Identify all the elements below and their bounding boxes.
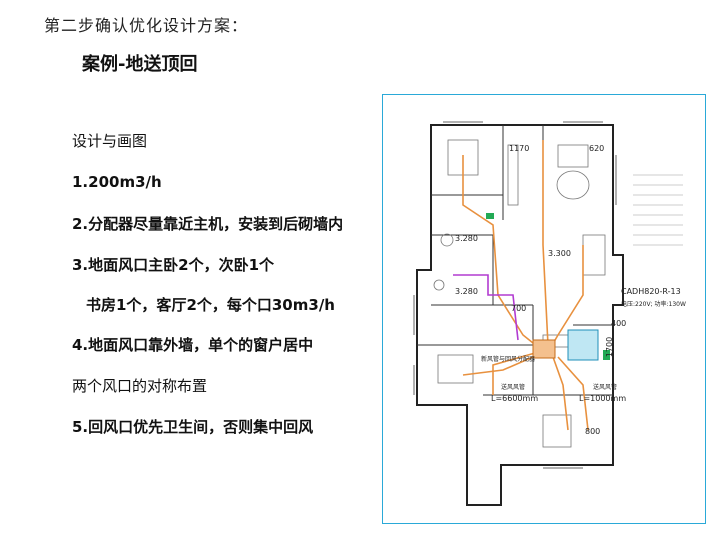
design-point-vent-symmetry: 两个风口的对称布置 xyxy=(72,377,208,395)
supply-duct-length-right: L=1000mm xyxy=(579,394,627,403)
floor-plan-supply-ducts xyxy=(462,140,589,431)
step-title: 第二步确认优化设计方案： xyxy=(44,16,249,35)
design-point-return: 5.回风口优先卫生间，否则集中回风 xyxy=(72,418,314,436)
distributor-note: 新风管与回风分配器 xyxy=(481,356,536,363)
fresh-air-unit xyxy=(567,329,599,361)
dim-3300: 3.300 xyxy=(548,249,571,258)
design-point-vent-count: 3.地面风口主卧2个，次卧1个 xyxy=(72,256,275,274)
dim-400: 400 xyxy=(611,319,627,328)
equipment-model-label: CADH820-R-13 xyxy=(621,287,681,296)
floor-plan-windows xyxy=(413,121,617,469)
design-point-vent-count-cont: 书房1个，客厅2个，每个口30m3/h xyxy=(86,296,335,314)
floor-plan-walls xyxy=(416,124,624,506)
dim-700: 700 xyxy=(511,304,527,313)
dim-620: 620 xyxy=(589,144,605,153)
supply-duct-note-left: 送风风管 xyxy=(501,384,526,391)
design-point-vent-placement: 4.地面风口靠外墙，单个的窗户居中 xyxy=(72,336,314,354)
design-point-heading: 设计与画图 xyxy=(72,132,148,150)
floor-plan-drawing: 1170 620 3.280 3.280 3.300 700 400 800 1… xyxy=(382,94,706,524)
supply-vent-marker xyxy=(603,350,610,360)
dim-800: 800 xyxy=(585,427,601,436)
floor-plan-return-duct xyxy=(453,274,519,341)
supply-duct-length-left: L=6600mm xyxy=(491,394,539,403)
equipment-spec-label: 电压:220V; 功率:130W xyxy=(621,301,686,308)
dim-1700: 1700 xyxy=(605,336,615,358)
dim-1170: 1170 xyxy=(509,144,530,153)
supply-vent-marker xyxy=(486,213,494,219)
distributor-box xyxy=(532,339,556,359)
dim-3280-lower: 3.280 xyxy=(455,287,478,296)
floor-plan-svg xyxy=(413,121,683,506)
design-point-airflow: 1.200m3/h xyxy=(72,173,162,191)
design-point-distributor: 2.分配器尽量靠近主机，安装到后砌墙内 xyxy=(72,215,344,233)
floor-plan-stair-hatch xyxy=(633,174,683,246)
dim-3280-upper: 3.280 xyxy=(455,234,478,243)
case-title: 案例-地送顶回 xyxy=(82,54,198,75)
supply-duct-note-right: 送风风管 xyxy=(593,384,618,391)
